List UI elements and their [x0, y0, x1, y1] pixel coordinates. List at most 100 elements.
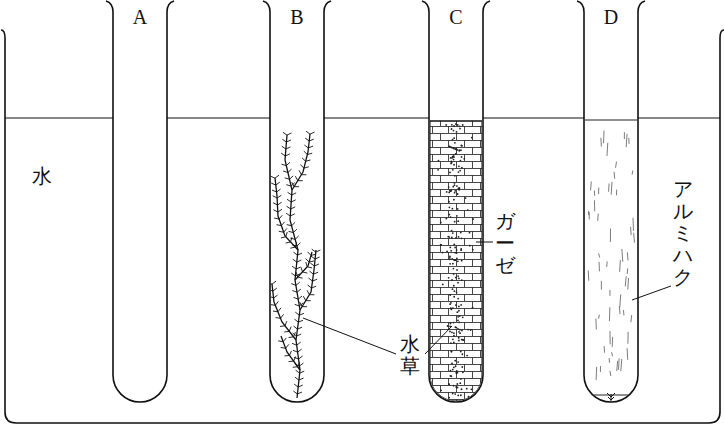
plant-leaf [287, 199, 291, 202]
plant-dot [456, 149, 458, 151]
plant-leaf [314, 264, 319, 266]
plant-leaf [273, 311, 278, 313]
plant-leaf [282, 146, 286, 149]
plant-dot [453, 322, 455, 324]
plant-dot [456, 383, 458, 385]
plant-dot [452, 393, 454, 395]
water-label: 水 [32, 165, 52, 187]
plant-leaf [299, 313, 304, 315]
plant-dot [451, 208, 453, 210]
plant-leaf [292, 290, 297, 292]
plant-dot [461, 156, 463, 158]
plant-dot [445, 218, 447, 220]
plant-leaf [296, 282, 300, 285]
plant-dot [462, 124, 464, 126]
plant-dot [460, 145, 462, 147]
foil-crease [595, 319, 597, 330]
foil-crease [616, 361, 618, 371]
plant-dot [457, 387, 459, 389]
plant-leaf [297, 289, 301, 292]
plant-dot [453, 137, 455, 139]
plant-dot [449, 258, 451, 260]
plant-leaf [299, 378, 304, 380]
foil-crease [589, 212, 590, 219]
plant-dot [461, 260, 463, 262]
plant-leaf [309, 294, 314, 295]
plant-leaf [299, 363, 303, 366]
plant-dot [452, 156, 454, 158]
plant-leaf [312, 286, 317, 288]
plant-leaf [285, 321, 287, 326]
plant-dot [448, 383, 450, 385]
plant-leaf [293, 252, 297, 255]
foil-label: アルミハク [673, 178, 693, 288]
plant-leaf [304, 167, 309, 168]
plant-dot [450, 163, 452, 165]
plant-leaf [273, 196, 277, 198]
foil-crease [627, 268, 628, 274]
plant-leaf [277, 189, 281, 192]
plant-dot [455, 123, 457, 125]
plant-dot [440, 244, 442, 246]
plant-dot [455, 365, 457, 367]
plant-dot [453, 285, 455, 287]
plant-dot [460, 394, 462, 396]
plant-dot [452, 186, 454, 188]
plant-leaf [275, 175, 279, 178]
plant-dot [455, 153, 457, 155]
plant-dot [451, 230, 453, 232]
foil-crease [619, 307, 621, 315]
plant-leaf [295, 236, 299, 240]
plant-leaf [292, 193, 296, 195]
plant-dot [451, 124, 453, 126]
plant-dot [453, 273, 455, 275]
plant-leaf [278, 340, 283, 342]
plant-dot [448, 236, 450, 238]
plant-leaf [295, 176, 297, 180]
plant-dot [456, 291, 458, 293]
plant-dot [462, 371, 464, 373]
plant-dot [457, 361, 459, 363]
plant-dot [454, 326, 456, 328]
plant-dot [457, 193, 459, 195]
plant-leaf [287, 133, 292, 135]
plant-dot [459, 382, 461, 384]
foil-crease [614, 172, 616, 179]
plant-dot [454, 175, 456, 177]
leader-line [303, 318, 396, 354]
plant-dot [452, 147, 454, 149]
plant-leaf [308, 252, 311, 256]
plant-dot [448, 277, 450, 279]
plant-dot [454, 393, 456, 395]
plant-leaf [291, 273, 295, 276]
plant-label: 水草 [400, 333, 420, 377]
test-tubes [106, 1, 645, 402]
plant-dot [453, 154, 455, 156]
plant-dot [454, 184, 456, 186]
plant-dot [451, 363, 453, 365]
foil-crease [633, 218, 634, 231]
plant-leaf [286, 242, 291, 243]
plant-leaf [281, 314, 284, 318]
plant-dot [458, 310, 460, 312]
plant-dot [450, 307, 452, 309]
foil-crease [606, 261, 608, 266]
plant-leaf [289, 351, 291, 356]
plant-leaf [270, 304, 275, 306]
plant-dot [452, 288, 454, 290]
plant-dot [467, 329, 469, 331]
plant-leaf [300, 302, 302, 306]
foil-crease [616, 190, 617, 196]
plant-leaf [287, 206, 291, 209]
leader-lines [303, 242, 671, 354]
plant-dot [448, 397, 450, 399]
plant-dot [454, 192, 456, 194]
plant-leaf [283, 132, 287, 135]
plant-dot [454, 247, 456, 249]
plant-leaf [298, 180, 303, 181]
plant-dot [455, 304, 457, 306]
plant-dot [469, 232, 471, 234]
plant-dot [449, 263, 451, 265]
plant-stem [292, 134, 310, 190]
plant-dot [452, 307, 454, 309]
